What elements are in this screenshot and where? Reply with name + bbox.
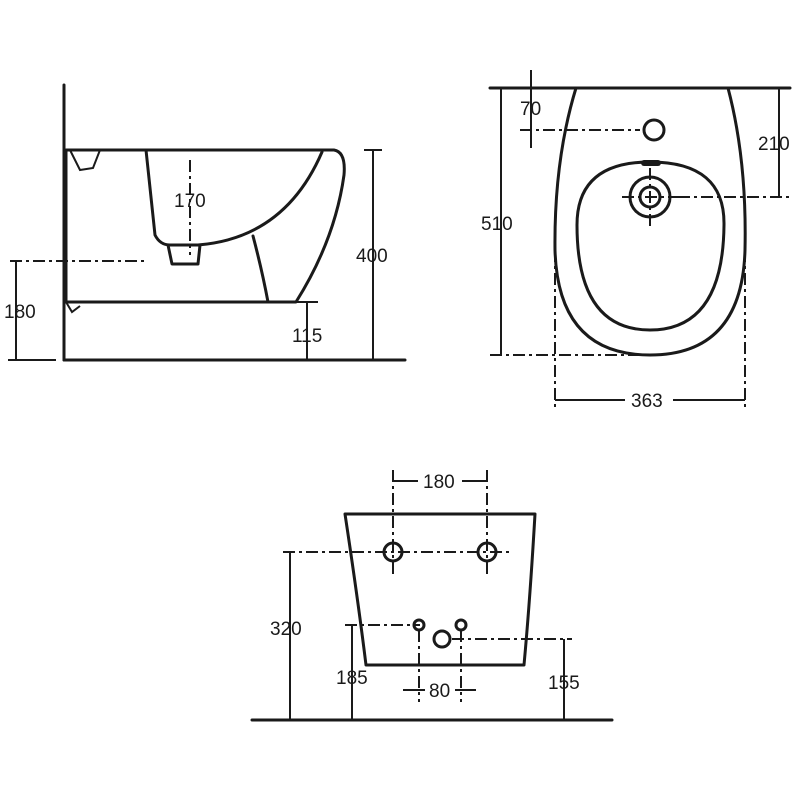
rear-dim-80-label: 80	[429, 681, 450, 702]
side-bottom-foot	[65, 301, 81, 314]
top-outer-bowl	[553, 86, 747, 357]
rear-body-outline	[343, 512, 537, 667]
rear-dim-185-label: 185	[336, 668, 368, 689]
rear-inlet-right	[454, 618, 468, 632]
top-dim-210-label: 210	[758, 134, 790, 155]
top-dim-363-label: 363	[631, 391, 663, 412]
side-back-notch	[69, 149, 101, 172]
side-dim-115-label: 115	[292, 326, 322, 347]
side-dim-170-label: 170	[174, 191, 206, 212]
side-dim-400-label: 400	[356, 246, 388, 267]
top-view: 70 210 510 363	[481, 70, 792, 412]
top-dim-70-label: 70	[520, 99, 541, 120]
rear-view: 180 320 185 80 155	[250, 470, 614, 722]
top-dim-510-label: 510	[481, 214, 513, 235]
side-dim-180-label: 180	[4, 302, 36, 323]
rear-outlet	[432, 629, 452, 649]
side-drain-spigot	[166, 243, 202, 266]
rear-dim-155-label: 155	[548, 673, 580, 694]
top-tap-hole	[642, 118, 666, 142]
side-view: 170 180 400 115	[4, 83, 407, 362]
rear-dim-320-label: 320	[270, 619, 302, 640]
top-inner-bowl	[575, 160, 726, 332]
side-bowl-outline	[144, 148, 324, 247]
side-body-outline	[64, 148, 346, 304]
side-pedestal-line	[251, 234, 270, 304]
rear-dim-180-label: 180	[423, 472, 455, 493]
top-overflow-slot	[641, 160, 661, 166]
